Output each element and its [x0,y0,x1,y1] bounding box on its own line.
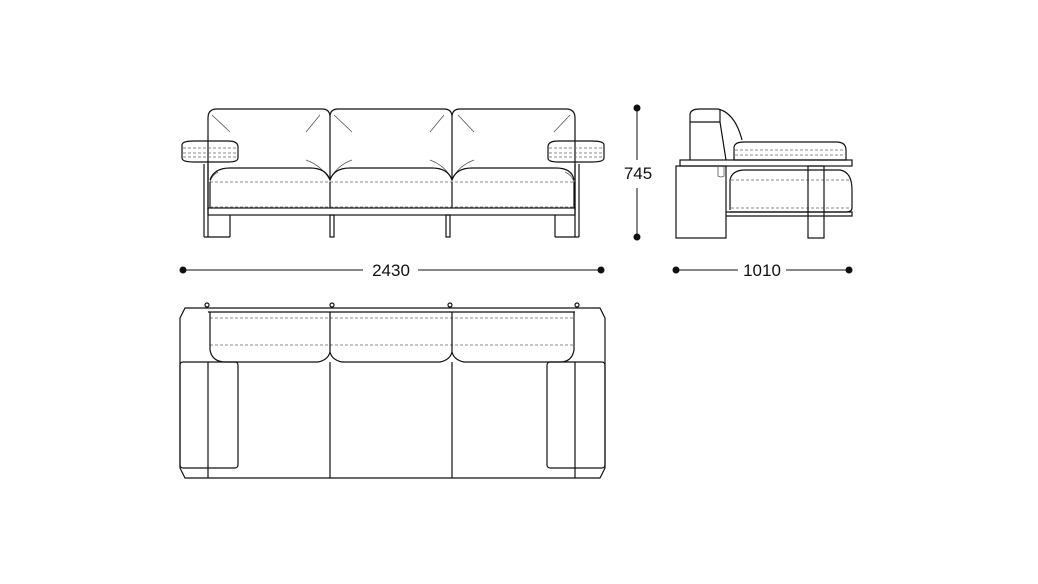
front-view [181,108,605,238]
width-label: 2430 [372,261,410,280]
depth-label: 1010 [743,261,781,280]
dimension-height: 745 [624,104,652,241]
side-view [675,108,853,239]
dimension-width: 2430 [179,261,605,280]
dimension-depth: 1010 [672,261,853,280]
top-view [179,302,606,479]
height-label: 745 [624,164,652,183]
